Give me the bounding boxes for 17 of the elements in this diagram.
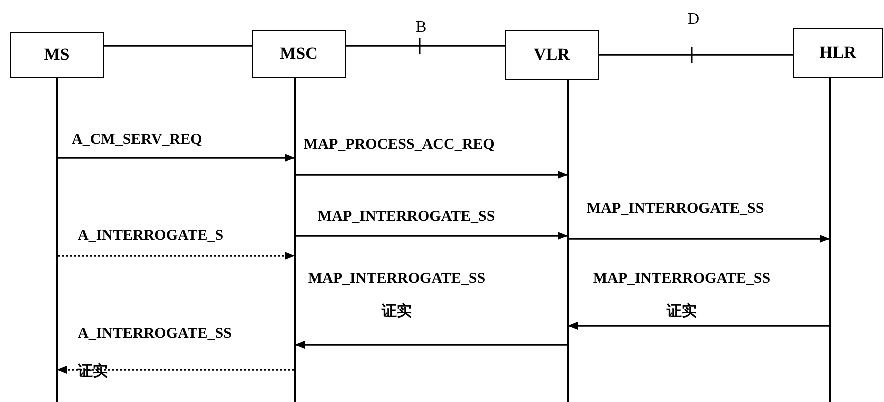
interface-line bbox=[599, 54, 793, 56]
edge-label: MAP_INTERROGATE_SS 证实 bbox=[307, 270, 487, 322]
message-arrow bbox=[58, 154, 295, 162]
interface-line bbox=[346, 45, 505, 47]
interface-line bbox=[104, 45, 252, 47]
message-arrow bbox=[57, 366, 294, 374]
message-arrow bbox=[296, 232, 568, 240]
entity-name: HLR bbox=[820, 43, 856, 63]
message-arrow bbox=[58, 252, 295, 260]
message-arrow bbox=[568, 322, 829, 330]
message-arrow bbox=[569, 235, 830, 243]
entity-name: MSC bbox=[280, 44, 318, 64]
entity-name: VLR bbox=[534, 45, 570, 65]
entity-name: MS bbox=[44, 45, 70, 65]
message-arrow bbox=[295, 341, 567, 349]
message-arrow bbox=[296, 171, 568, 179]
edge-label: MAP_INTERROGATE_SS 证实 bbox=[592, 270, 772, 322]
